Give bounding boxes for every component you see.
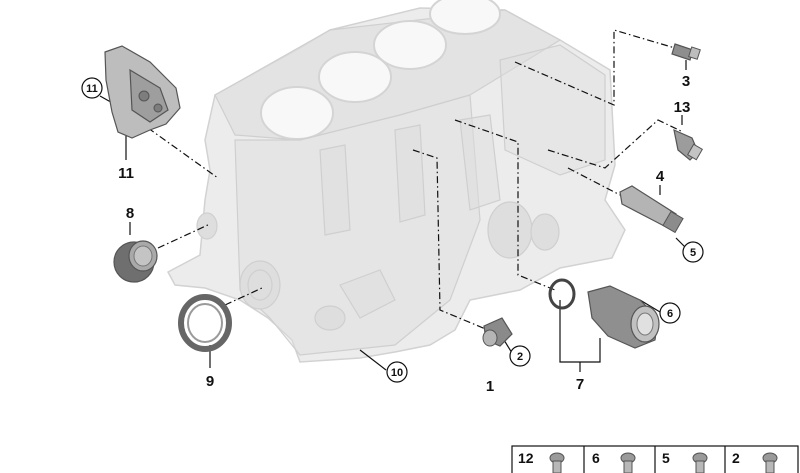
svg-text:5: 5 (662, 450, 670, 466)
svg-text:2: 2 (732, 450, 740, 466)
part-o-ring-7 (548, 278, 576, 310)
bolt-cell-6: 6 (592, 450, 636, 473)
callout-9: 9 (206, 373, 214, 390)
callout-8: 8 (126, 205, 134, 222)
part-sensor-3 (671, 43, 701, 61)
callout-11: 11 (118, 165, 134, 182)
cylinder-bore-1 (260, 86, 334, 140)
callout-7: 7 (576, 376, 584, 393)
bolt-cell-2: 2 (732, 450, 778, 473)
cylinder-bore-3 (373, 20, 447, 70)
svg-text:2: 2 (517, 351, 523, 363)
bolt-cell-5: 5 (662, 450, 708, 473)
cylinder-bore-2 (318, 51, 392, 103)
bolt-table: 12 6 5 2 (511, 445, 799, 473)
part-housing-6 (587, 285, 660, 349)
callout-6: 6 (659, 302, 681, 324)
callout-1: 1 (486, 378, 494, 395)
bolt-cell-12: 12 (518, 450, 565, 473)
bolt-icon (549, 452, 565, 473)
callout-12: 11 (81, 77, 103, 99)
part-sensor-13 (673, 128, 704, 161)
part-plug-8 (113, 240, 158, 283)
part-bracket-12 (104, 45, 181, 139)
callout-3: 3 (682, 73, 690, 90)
callout-13: 13 (674, 99, 691, 116)
callout-5: 5 (682, 241, 704, 263)
svg-text:11: 11 (86, 83, 98, 95)
bolt-icon (692, 452, 708, 473)
cylinder-bore-4 (429, 0, 501, 35)
callout-2: 2 (509, 345, 531, 367)
svg-text:10: 10 (391, 367, 403, 379)
engine-block (166, 0, 626, 363)
svg-text:6: 6 (592, 450, 600, 466)
svg-text:12: 12 (518, 450, 534, 466)
svg-text:6: 6 (667, 308, 673, 320)
part-sensor-1 (482, 317, 513, 347)
bolt-icon (762, 452, 778, 473)
leader-lines (99, 29, 689, 372)
part-seal-ring-9 (178, 294, 232, 352)
svg-text:5: 5 (690, 247, 696, 259)
bolt-icon (620, 452, 636, 473)
callout-labels: 11 11 8 9 10 1 2 7 6 5 4 13 3 (81, 73, 704, 395)
callout-4: 4 (656, 168, 665, 185)
part-sensor-4 (619, 185, 684, 234)
callout-10: 10 (386, 361, 408, 383)
